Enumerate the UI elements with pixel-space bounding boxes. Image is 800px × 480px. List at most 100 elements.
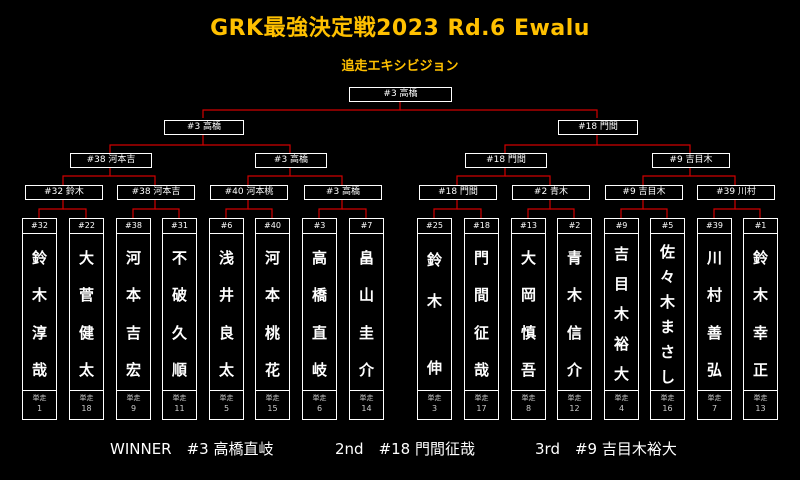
name-char: 大 <box>520 248 536 267</box>
r16-box: #32 鈴木 <box>25 185 103 200</box>
r16-box: #18 門間 <box>419 185 497 200</box>
name-char: 畠 <box>358 248 374 267</box>
name-char: 岐 <box>311 361 327 380</box>
name-char: さ <box>659 342 675 361</box>
name-char: ま <box>659 317 675 336</box>
r16-box: #3 高橋 <box>304 185 382 200</box>
qualifying-position: 18 <box>81 404 92 413</box>
name-char: 健 <box>78 323 94 342</box>
name-char: 太 <box>78 361 94 380</box>
name-char: 高 <box>311 248 327 267</box>
driver-name: 大菅健太 <box>70 239 103 389</box>
qualifying-label: 単走 <box>707 394 722 402</box>
car-number: #1 <box>744 219 777 234</box>
name-char: 順 <box>171 361 187 380</box>
name-char: 淳 <box>31 323 47 342</box>
page-title: GRK最強決定戦2023 Rd.6 Ewalu <box>210 16 590 41</box>
semi-box: #18 門間 <box>558 120 638 135</box>
name-char: 木 <box>659 292 675 311</box>
qualifying-info: 単走 1 <box>23 390 56 419</box>
name-char: 吉 <box>125 323 141 342</box>
quarter-box: #9 吉目木 <box>652 153 730 168</box>
car-number: #40 <box>256 219 289 234</box>
driver-name: 佐々木まさし <box>651 239 684 389</box>
driver-name: 鈴木幸正 <box>744 239 777 389</box>
qualifying-position: 4 <box>618 404 625 413</box>
car-number: #7 <box>350 219 383 234</box>
name-char: 浅 <box>218 248 234 267</box>
qualifying-position: 1 <box>36 404 43 413</box>
car-number: #32 <box>23 219 56 234</box>
name-char: 不 <box>171 248 187 267</box>
qualifying-label: 単走 <box>219 394 234 402</box>
qualifying-position: 16 <box>662 404 673 413</box>
name-char: 裕 <box>613 335 629 353</box>
third-place-text: 3rd #9 吉目木裕大 <box>535 440 677 458</box>
name-char: 橋 <box>311 286 327 305</box>
car-number: #6 <box>210 219 243 234</box>
driver-name: 高橋直岐 <box>303 239 336 389</box>
name-char: 哉 <box>31 361 47 380</box>
driver-name: 青木信介 <box>558 239 591 389</box>
name-char: 井 <box>218 286 234 305</box>
name-char: 哉 <box>473 361 489 380</box>
name-char: 幸 <box>752 323 768 342</box>
winner-text: WINNER #3 高橋直岐 <box>110 440 274 458</box>
name-char: し <box>659 367 675 386</box>
name-char: 桃 <box>264 323 280 342</box>
name-char: 佐 <box>659 242 675 261</box>
qualifying-label: 単走 <box>359 394 374 402</box>
name-char: 木 <box>566 286 582 305</box>
name-char: 花 <box>264 361 280 380</box>
name-char: 鈴 <box>31 248 47 267</box>
driver-name: 河本桃花 <box>256 239 289 389</box>
name-char: 門 <box>473 248 489 267</box>
name-char: 川 <box>706 248 722 267</box>
name-char: 目 <box>613 275 629 293</box>
r16-box: #9 吉目木 <box>605 185 683 200</box>
driver-name: 吉目木裕大 <box>605 239 638 389</box>
qualifying-label: 単走 <box>567 394 582 402</box>
qualifying-label: 単走 <box>32 394 47 402</box>
name-char: 伸 <box>426 359 442 378</box>
r16-box: #39 川村 <box>697 185 775 200</box>
name-char: 介 <box>566 361 582 380</box>
name-char: 木 <box>752 286 768 305</box>
name-char: 吉 <box>613 245 629 263</box>
name-char: 菅 <box>78 286 94 305</box>
qualifying-label: 単走 <box>753 394 768 402</box>
name-char: 河 <box>264 248 280 267</box>
car-number: #25 <box>418 219 451 234</box>
name-char: 本 <box>125 286 141 305</box>
name-char: 宏 <box>125 361 141 380</box>
r16-box: #2 青木 <box>512 185 590 200</box>
page-subtitle: 追走エキシビジョン <box>341 59 459 74</box>
qualifying-position: 3 <box>431 404 438 413</box>
qualifying-label: 単走 <box>312 394 327 402</box>
name-char: 弘 <box>706 361 722 380</box>
results-bar: WINNER #3 高橋直岐 2nd #18 門間征哉 3rd #9 吉目木裕大 <box>0 438 800 460</box>
car-number: #38 <box>117 219 150 234</box>
car-number: #2 <box>558 219 591 234</box>
